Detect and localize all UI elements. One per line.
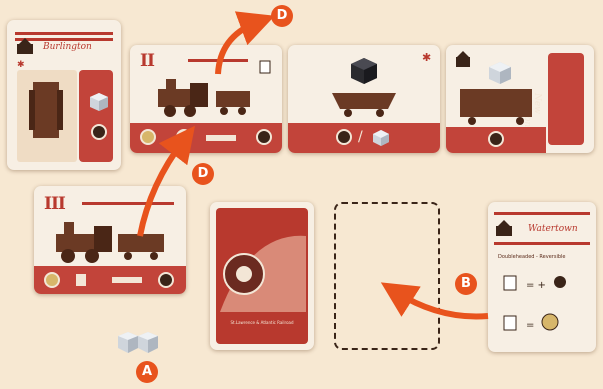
new-london-city-card[interactable]: New London [446,45,594,153]
burlington-city-card[interactable]: Burlington ✱ [7,20,121,170]
watertown-city-card[interactable]: Watertown Doubleheaded - Reversible = + … [488,202,596,352]
cube-icon [372,129,390,147]
railroad-title: St.Lawrence & Atlantic Railroad [222,320,302,325]
cube-icon [89,92,109,112]
svg-text:=: = [526,320,534,331]
gear-icon [158,272,174,288]
gear-icon [336,129,352,145]
railroad-card[interactable]: St.Lawrence & Atlantic Railroad [210,202,314,350]
gear-icon [488,131,504,147]
locomotive-card-ii[interactable]: II [130,45,282,153]
marker-d-mid: D [192,163,214,185]
marker-b: B [455,273,477,295]
marker-a: A [136,361,158,383]
locomotive-front-icon [210,202,314,350]
gear-icon [256,129,272,145]
card-icons: = + = [488,202,596,352]
cube-pair-icon [117,331,159,355]
coal-car-card[interactable]: ✱ / [288,45,440,153]
locomotive-card-iii[interactable]: III [34,186,186,294]
svg-text:= +: = + [526,280,546,291]
empty-card-slot[interactable] [334,202,440,350]
marker-d-top: D [271,5,293,27]
gear-icon [91,124,107,140]
